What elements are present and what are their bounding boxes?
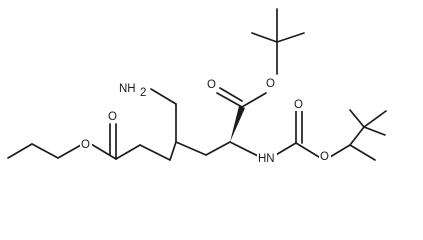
ester-carbonyl-o-right-label: O: [207, 79, 216, 91]
amine-nitrogen-label: NH: [119, 83, 136, 95]
boc-tbu-me-1: [349, 144, 376, 161]
aminomethyl-bond-2: [150, 88, 177, 105]
ester-carbonyl-o-left-label: O: [108, 111, 117, 123]
backbone-bond-1: [139, 144, 171, 161]
chemical-structure: NH 2 O O O O HN O O: [7, 8, 387, 165]
ester-ether-o-right-label: O: [266, 78, 275, 90]
tbu-me-1: [251, 32, 278, 43]
alpha-nh-bond: [229, 141, 263, 159]
backbone-bond-3: [175, 141, 207, 156]
tert-butyl-ester-right: [216, 8, 305, 108]
backbone-bond-4: [205, 141, 231, 156]
ethyl-ch3-bond: [7, 143, 33, 159]
stereo-wedge-bond: [230, 106, 245, 142]
boc-tbu-me-3: [363, 126, 386, 136]
ester-o-carbon-bond: [90, 143, 117, 160]
boc-group: [273, 109, 387, 161]
ester-o-bond: [241, 92, 267, 108]
carbamate-carbonyl-o-label: O: [294, 99, 303, 111]
ester-alpha-bond: [115, 144, 141, 160]
boc-tbu-me-4: [363, 110, 387, 128]
ethyl-o-bond: [57, 144, 82, 159]
alpha-carbon-stereo: [229, 106, 263, 159]
boc-tbu-me-5: [349, 109, 365, 128]
boc-tbu-me-2: [349, 126, 365, 146]
carbamate-ether-o-label: O: [320, 151, 329, 163]
carbamate-nh-label: HN: [258, 153, 275, 165]
ethyl-ester-left: [7, 123, 141, 160]
carbonyl-bond-1: [216, 92, 243, 108]
boc-ester-o-bond: [295, 142, 320, 158]
boc-tbu-o-bond: [329, 144, 351, 158]
tbu-me-2: [276, 32, 305, 43]
ethyl-ch2-bond: [31, 143, 59, 159]
atom-labels: NH 2 O O O O HN O O: [80, 76, 331, 165]
backbone-chain: [139, 88, 231, 161]
amine-subscript-label: 2: [140, 87, 146, 99]
nh-carbonyl-bond: [273, 142, 297, 157]
carbonyl-bond-2: [219, 87, 243, 102]
backbone-bond-2: [169, 141, 177, 161]
ester-ether-o-left-label: O: [81, 139, 90, 151]
